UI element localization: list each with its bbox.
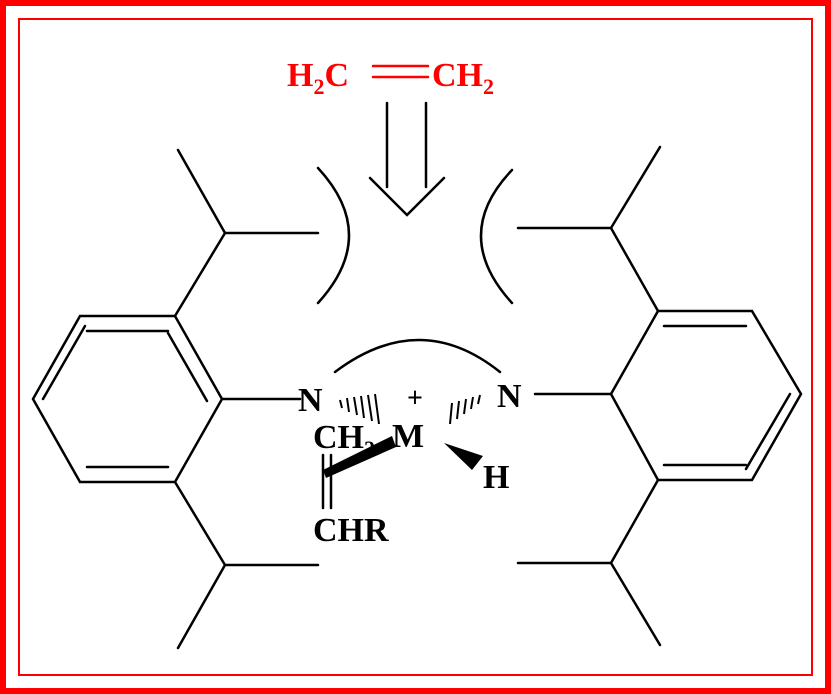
inner-frame: [18, 18, 813, 676]
backbone-arc: [333, 338, 502, 374]
right-aryl-ring: [609, 309, 803, 482]
ethylene-left-label: H2C: [287, 57, 349, 99]
arrow-head: [368, 176, 446, 217]
bonds: [31, 64, 803, 650]
chr-label: CHR: [313, 512, 389, 549]
atom-hydride: H: [483, 459, 509, 496]
right-steric-arc: [479, 168, 514, 305]
hashed-bonds: [339, 393, 481, 425]
wedge-m-h: [444, 443, 483, 470]
metal-charge: +: [407, 383, 423, 414]
wedge-m-ch2: [323, 436, 396, 478]
atom-n-right: N: [497, 378, 522, 415]
left-ring-inner-bond: [166, 331, 209, 403]
ethylene-right-label: CH2: [432, 57, 494, 99]
ch2-label: CH2: [313, 419, 375, 461]
atom-n-left: N: [298, 382, 323, 419]
left-steric-arc: [316, 166, 351, 305]
atom-metal: M: [392, 418, 424, 455]
left-aryl-ring: [31, 314, 224, 484]
